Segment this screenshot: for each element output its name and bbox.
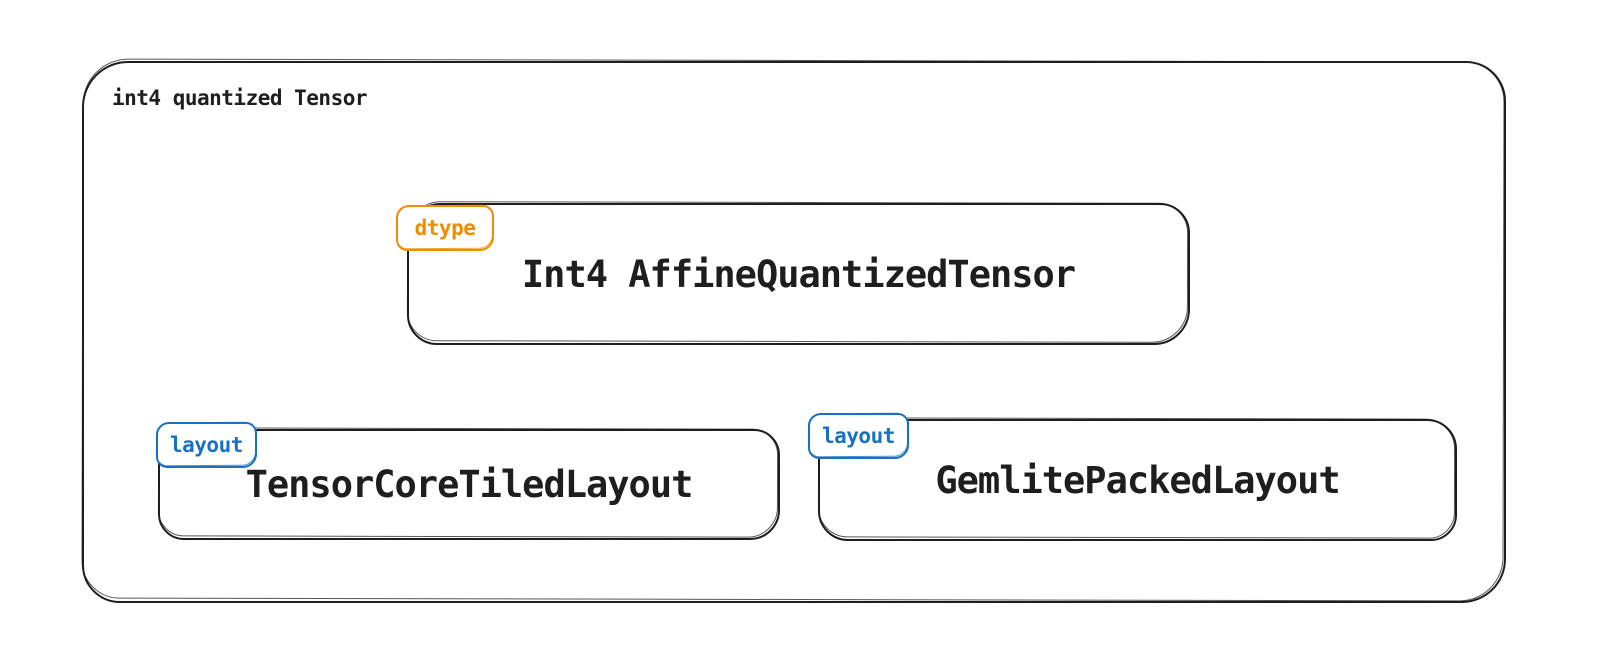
- layout-tag-right: layout: [808, 413, 909, 459]
- gemlite-packed-layout-box: GemlitePackedLayout: [818, 419, 1457, 541]
- gemlite-packed-layout-label: GemlitePackedLayout: [935, 458, 1340, 502]
- affine-quantized-tensor-box: Int4 AffineQuantizedTensor: [407, 203, 1190, 345]
- container-title: int4 quantized Tensor: [112, 86, 368, 110]
- dtype-tag: dtype: [396, 205, 494, 251]
- affine-quantized-tensor-label: Int4 AffineQuantizedTensor: [521, 252, 1076, 296]
- layout-tag-left: layout: [156, 422, 257, 468]
- tensor-core-tiled-layout-label: TensorCoreTiledLayout: [245, 463, 694, 506]
- tensor-core-tiled-layout-box: TensorCoreTiledLayout: [158, 429, 780, 540]
